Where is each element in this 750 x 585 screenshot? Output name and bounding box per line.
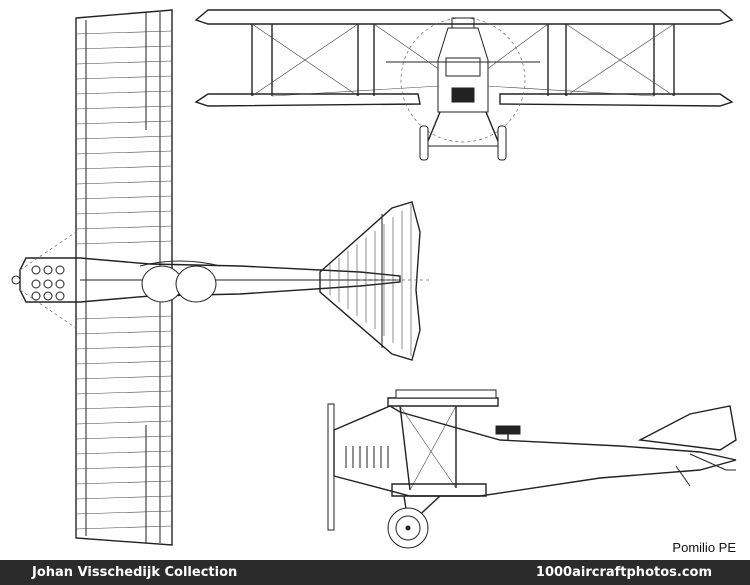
top-view	[11, 9, 430, 546]
footer-bar: Johan Visschedijk Collection 1000aircraf…	[0, 560, 750, 585]
three-view-drawing	[11, 9, 737, 549]
side-view	[327, 389, 737, 549]
drawing-caption: Pomilio PE	[672, 540, 736, 555]
collection-credit: Johan Visschedijk Collection	[32, 565, 238, 580]
site-link[interactable]: 1000aircraftphotos.com	[535, 565, 712, 580]
front-view	[194, 9, 734, 161]
